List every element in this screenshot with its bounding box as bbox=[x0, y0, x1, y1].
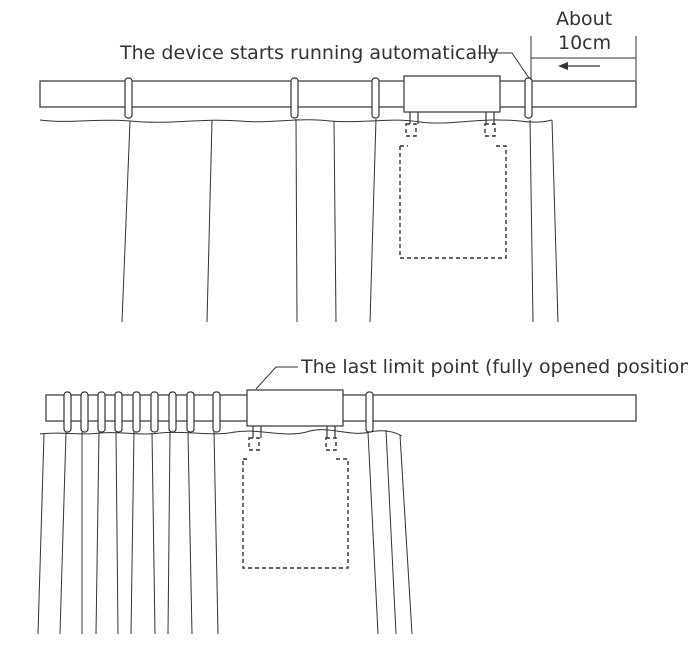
top-curtain-rod bbox=[39, 80, 637, 108]
top-device-hooks bbox=[405, 112, 496, 137]
top-callout-leader bbox=[478, 52, 530, 79]
top-panel: The device starts running automatically … bbox=[39, 8, 637, 323]
bottom-dashed-control-box bbox=[242, 458, 349, 569]
bottom-device-hooks bbox=[248, 426, 337, 451]
bottom-curtain bbox=[37, 429, 413, 635]
bottom-callout-label: The last limit point (fully opened posit… bbox=[300, 356, 688, 378]
top-curtain-motor bbox=[403, 75, 501, 113]
bottom-curtain-motor bbox=[246, 389, 344, 427]
distance-label-value: 10cm bbox=[558, 32, 611, 54]
bottom-panel: The last limit point (fully opened posit… bbox=[37, 356, 688, 635]
bottom-callout-leader bbox=[255, 366, 298, 390]
top-callout-label: The device starts running automatically bbox=[119, 42, 499, 64]
top-dashed-control-box bbox=[399, 145, 507, 259]
distance-marker bbox=[530, 36, 637, 80]
top-curtain bbox=[39, 118, 559, 323]
distance-label-about: About bbox=[556, 8, 612, 30]
top-rod-rings bbox=[124, 77, 533, 119]
bottom-rod-rings bbox=[63, 391, 374, 433]
